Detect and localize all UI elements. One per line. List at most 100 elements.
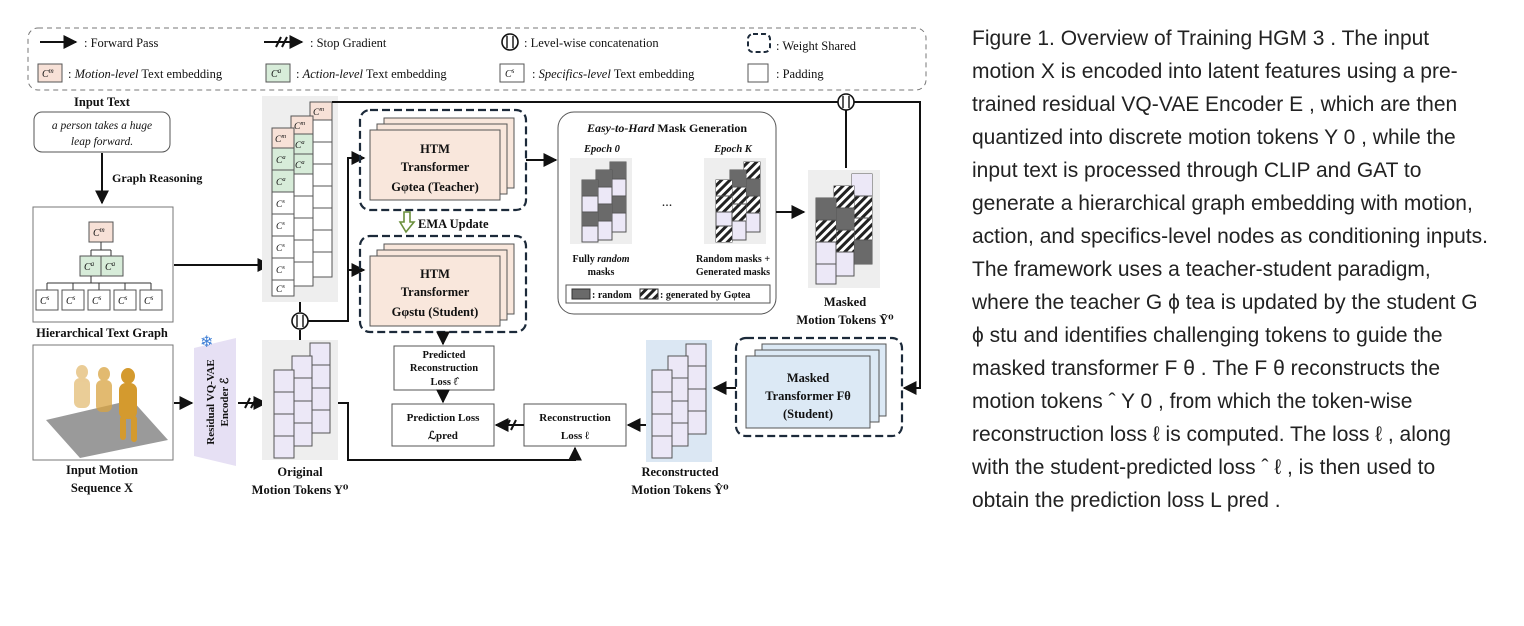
prediction-line1: Prediction Loss (407, 412, 481, 424)
mask-gen-title: Easy-to-Hard Mask Generation (586, 121, 747, 135)
student-line2: Transformer (401, 285, 470, 299)
recon-line2: Loss ℓ (561, 430, 590, 442)
predicted-line3: Loss ℓ̂ (431, 377, 460, 388)
student-line1: HTM (420, 267, 450, 281)
caption-label: Figure 1. (972, 27, 1055, 50)
levelwise-concat-icon (501, 33, 519, 51)
svg-text:Cs: Cs (276, 198, 285, 210)
svg-text:Cs: Cs (66, 294, 76, 307)
encoder-stop-gradient-arrow (238, 396, 268, 410)
legend-forward-pass: : Forward Pass (84, 36, 158, 50)
svg-text:Cm: Cm (313, 106, 324, 118)
figure-caption: Figure 1. Overview of Training HGM 3 . T… (972, 22, 1492, 517)
generated-swatch (639, 288, 659, 300)
input-motion-line2: Sequence X (71, 481, 133, 495)
legend: : Forward Pass : Stop Gradient : Level-w… (27, 27, 927, 91)
teacher-line2: Transformer (401, 160, 470, 174)
svg-text:Cs: Cs (144, 294, 154, 307)
epoch0-mask-columns (570, 158, 632, 244)
legend-weight-shared: : Weight Shared (776, 39, 857, 53)
concat-to-masked-transformer-arrow (854, 101, 921, 395)
reconstruction-loss-box: Reconstruction Loss ℓ (523, 403, 627, 447)
concat-node-left (291, 302, 309, 340)
ema-update-label: EMA Update (418, 217, 489, 231)
hierarchical-text-graph: Cm Ca Ca Cs Cs Cs Cs Cs (32, 206, 174, 323)
masked-tokens-line2: Motion Tokens Ȳ⁰ (796, 313, 894, 327)
graph-node-ca-2 (100, 255, 124, 277)
stop-gradient-arrow-icon (264, 35, 304, 49)
student-transformer: HTM Transformer Gφstu (Student) (358, 234, 528, 334)
svg-text:Ca: Ca (84, 260, 95, 273)
svg-text:Cs: Cs (276, 264, 285, 276)
epochK-mask-columns (704, 158, 766, 244)
masked-tf-line1: Masked (787, 371, 829, 385)
original-tokens-line1: Original (277, 465, 323, 479)
snowflake-icon: ❄ (200, 334, 213, 351)
svg-text:Cm: Cm (93, 226, 105, 239)
ca-swatch (265, 63, 291, 83)
mask-legend-random: : random (592, 290, 632, 301)
recon-to-prediction-stop-gradient (494, 418, 524, 432)
ca-swatch-label: Ca (271, 67, 282, 80)
legend-motion-level: : Motion-level Text embedding (68, 67, 223, 81)
masked-transformer: Masked Transformer Fθ (Student) (734, 336, 904, 438)
training-overview-figure: : Forward Pass : Stop Gradient : Level-w… (27, 27, 927, 497)
svg-text:Cm: Cm (294, 120, 305, 132)
svg-text:Ca: Ca (276, 154, 286, 166)
graph-nodes-cs: Cs Cs Cs Cs Cs (35, 289, 163, 311)
hier-graph-title: Hierarchical Text Graph (36, 326, 168, 340)
svg-text:Cs: Cs (276, 220, 285, 232)
masked-tf-line2: Transformer Fθ (765, 389, 851, 403)
encoder-label-line1: Residual VQ-VAE (205, 359, 217, 444)
svg-text:Cs: Cs (92, 294, 102, 307)
epoch0-label: Epoch 0 (583, 144, 621, 155)
original-motion-tokens (262, 340, 338, 460)
input-text-box (33, 111, 171, 153)
graph-reasoning-label: Graph Reasoning (112, 171, 202, 185)
predicted-line1: Predicted (423, 350, 466, 361)
svg-text:Ca: Ca (295, 139, 305, 151)
random-gen-line1: Random masks + (696, 254, 770, 265)
masked-motion-tokens (808, 170, 880, 288)
mask-generation-panel: Easy-to-Hard Mask Generation Epoch 0 Epo… (557, 111, 777, 315)
svg-text:Ca: Ca (295, 159, 305, 171)
svg-text:Cm: Cm (275, 133, 286, 145)
cs-swatch-label: Cs (505, 67, 515, 80)
vqvae-encoder: ❄ Residual VQ-VAE Encoder ℰ (194, 334, 236, 466)
fully-random-line2: masks (588, 267, 615, 278)
prediction-loss-box: Prediction Loss ℒpred (391, 403, 495, 447)
legend-specifics-level: : Specifics-level Text embedding (532, 67, 695, 81)
text-embedding-stack: Cm Cm Ca Ca Cm Ca Ca Cs (262, 96, 338, 302)
svg-text:Ca: Ca (276, 176, 286, 188)
input-motion-image (32, 344, 174, 461)
legend-action-level: : Action-level Text embedding (296, 67, 447, 81)
teacher-line3: Gφtea (Teacher) (391, 180, 479, 194)
predicted-loss-box: Predicted Reconstruction Loss ℓ̂ (393, 345, 495, 391)
teacher-transformer: HTM Transformer Gφtea (Teacher) (358, 108, 528, 212)
reconstructed-tokens-line1: Reconstructed (641, 465, 718, 479)
input-motion-line1: Input Motion (66, 463, 138, 477)
legend-levelwise-concat: : Level-wise concatenation (524, 36, 659, 50)
svg-text:Cs: Cs (118, 294, 128, 307)
svg-text:Cs: Cs (276, 283, 285, 295)
recon-line1: Reconstruction (539, 412, 611, 424)
original-tokens-line2: Motion Tokens Y⁰ (252, 483, 349, 497)
cm-swatch (37, 63, 63, 83)
ema-update: EMA Update (398, 211, 489, 234)
prediction-line2: ℒpred (428, 430, 458, 442)
mask-gen-ellipsis: ... (662, 195, 673, 210)
teacher-line1: HTM (420, 142, 450, 156)
caption-text: Overview of Training HGM 3 . The input m… (972, 27, 1488, 512)
input-text-line1: a person takes a huge (52, 120, 152, 132)
mask-legend-generated: : generated by Gφtea (660, 290, 750, 301)
predicted-line2: Reconstruction (410, 363, 478, 374)
input-text-title: Input Text (74, 95, 131, 109)
epochK-label: Epoch K (713, 144, 753, 155)
masked-tokens-line1: Masked (824, 295, 866, 309)
legend-frame (27, 27, 927, 91)
cs-swatch (499, 63, 525, 83)
random-swatch (571, 288, 591, 300)
concat-to-teachers-arrow (308, 151, 366, 322)
fully-random-line1: Fully random (573, 254, 630, 265)
reconstructed-tokens-line2: Motion Tokens Ŷ⁰ (631, 483, 729, 497)
